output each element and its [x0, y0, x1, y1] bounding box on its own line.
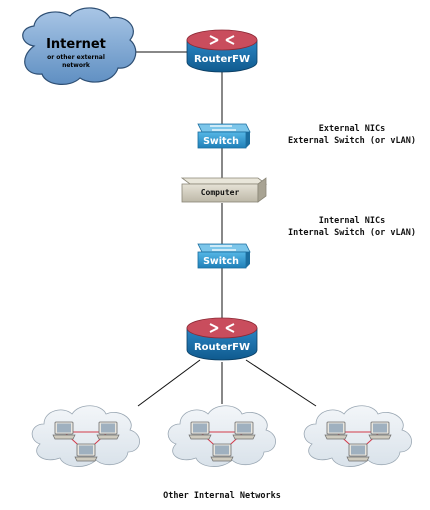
router-top: RouterFW — [186, 29, 258, 73]
workstation-icon — [188, 421, 212, 440]
lan-cloud-center — [167, 405, 276, 467]
internal-note: Internal NICs Internal Switch (or vLAN) — [288, 216, 416, 238]
cloud-icon — [31, 405, 140, 467]
internet-cloud-subtitle-line2: network — [62, 62, 91, 69]
internal-note-line1: Internal NICs — [319, 216, 386, 226]
switch-arrows-icon — [210, 245, 236, 251]
cloud-icon — [303, 405, 412, 467]
computer: Computer — [180, 177, 268, 203]
workstation-icon — [210, 443, 234, 462]
diagram-caption: Other Internal Networks — [163, 491, 281, 501]
workstation-icon — [232, 421, 256, 440]
cloud-icon — [167, 405, 276, 467]
router-arrows-icon — [209, 35, 235, 45]
links — [130, 51, 317, 407]
workstation-icon — [74, 443, 98, 462]
switch-internal-label: Switch — [203, 256, 239, 267]
router-to-lan-right-link — [245, 359, 317, 407]
workstation-icon — [96, 421, 120, 440]
internal-note-line2: Internal Switch (or vLAN) — [288, 227, 416, 238]
router-arrows-icon — [209, 323, 235, 333]
switch-internal: Switch — [197, 243, 251, 269]
external-note-line2: External Switch (or vLAN) — [288, 135, 416, 146]
router-to-lan-left-link — [137, 359, 201, 407]
router-top-label: RouterFW — [194, 54, 250, 65]
workstation-icon — [324, 421, 348, 440]
workstation-icon — [52, 421, 76, 440]
switch-external: Switch — [197, 123, 251, 149]
internet-cloud: Internet or other external network — [22, 7, 137, 85]
lan-cloud-left — [31, 405, 140, 467]
workstation-icon — [346, 443, 370, 462]
lan-cloud-right — [303, 405, 412, 467]
internet-cloud-title: Internet — [46, 37, 106, 52]
computer-label: Computer — [201, 188, 240, 197]
switch-arrows-icon — [210, 125, 236, 131]
switch-external-label: Switch — [203, 136, 239, 147]
external-note: External NICs External Switch (or vLAN) — [288, 124, 416, 146]
router-bottom: RouterFW — [186, 317, 258, 361]
internet-cloud-subtitle-line1: or other external — [47, 54, 105, 61]
external-note-line1: External NICs — [319, 124, 386, 134]
router-bottom-label: RouterFW — [194, 342, 250, 353]
cloud-icon — [22, 7, 137, 85]
workstation-icon — [368, 421, 392, 440]
